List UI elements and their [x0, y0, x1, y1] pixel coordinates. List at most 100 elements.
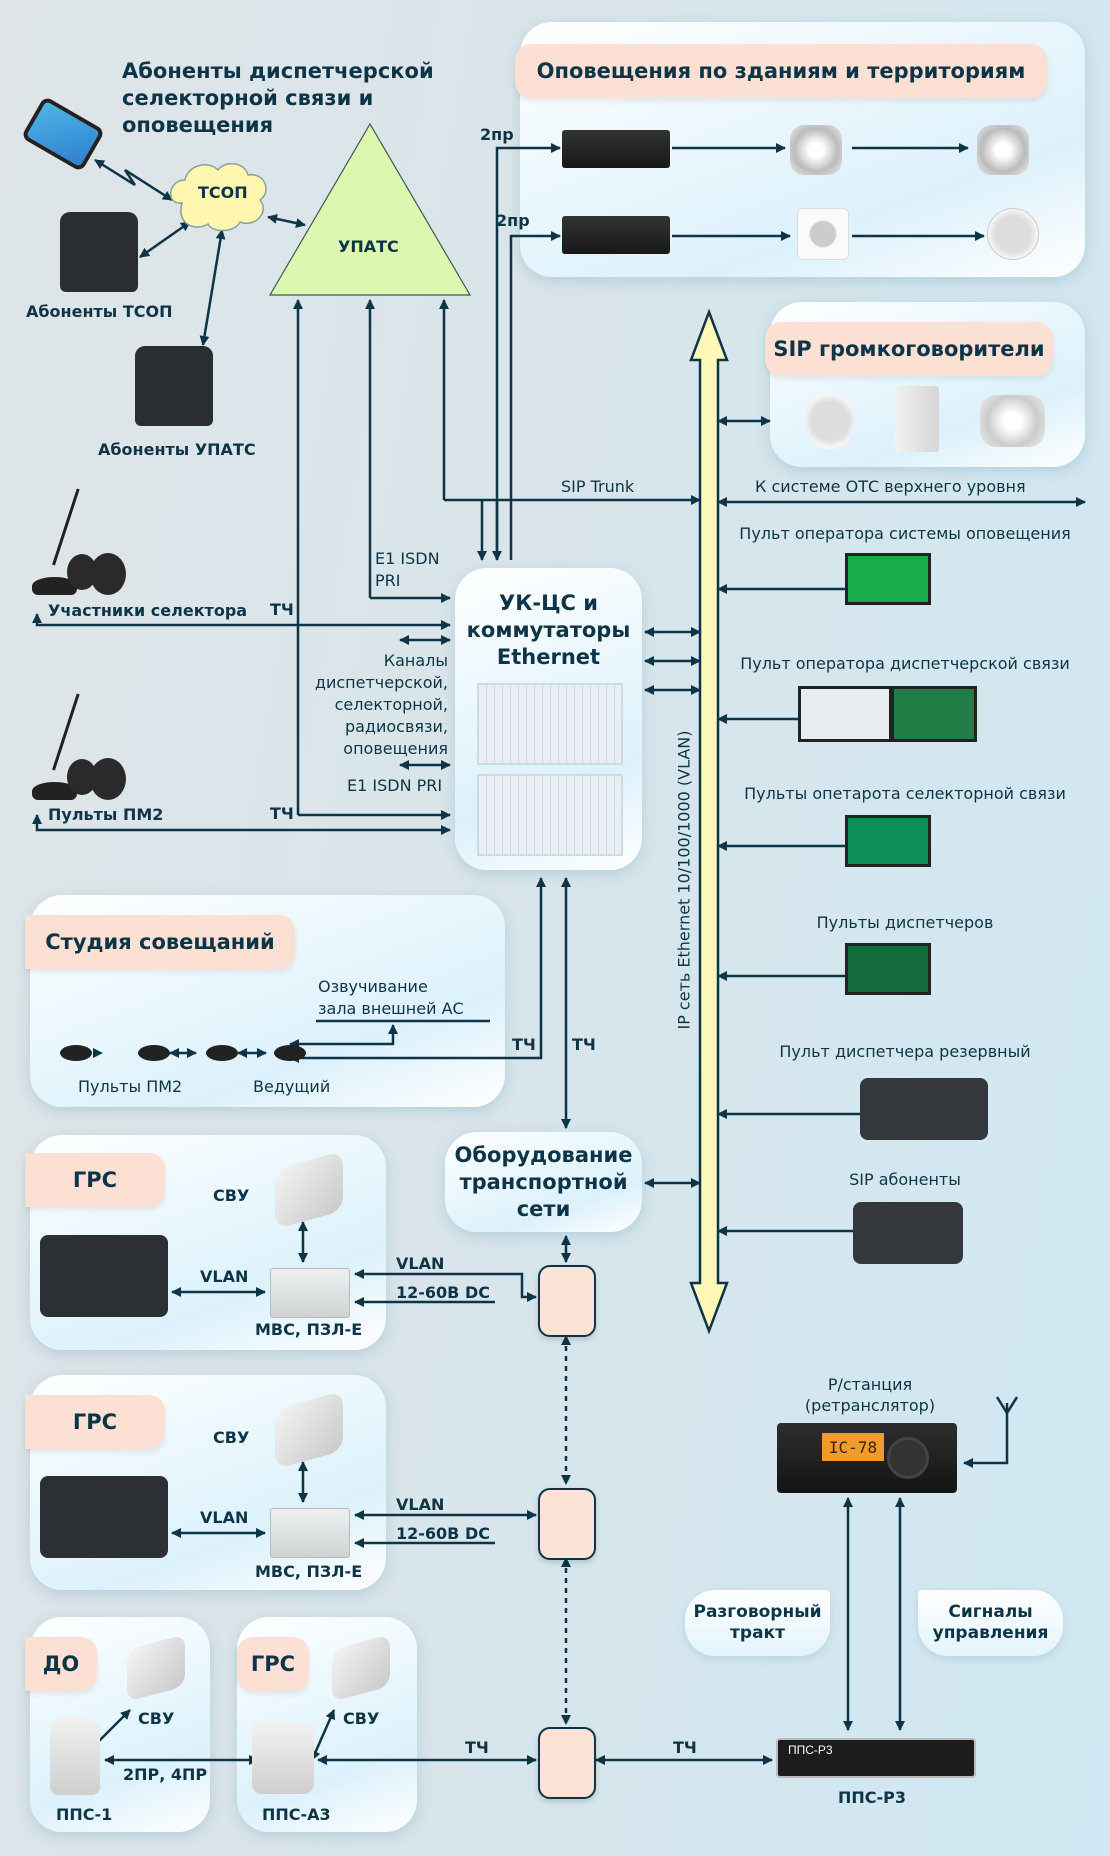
desk-phone-icon — [135, 346, 213, 426]
grs1-svu-label: СВУ — [213, 1186, 250, 1205]
notification-title: Оповещения по зданиям и территориям — [515, 44, 1047, 98]
vlan-label: VLAN — [200, 1267, 249, 1286]
pps-r3-device-icon: ППС-Р3 — [776, 1738, 976, 1778]
switch-rack-icon — [477, 683, 623, 765]
conference-mic-icon — [206, 1045, 238, 1061]
upats-subscribers-label: Абоненты УПАТС — [98, 440, 256, 459]
pps-r3-label: ППС-Р3 — [838, 1788, 907, 1807]
conference-mic-icon — [138, 1045, 170, 1061]
upats-triangle — [268, 122, 472, 296]
sip-speakers-title: SIP громкоговорители — [765, 322, 1053, 376]
link-label-2pr: 2пр — [496, 211, 530, 230]
do-title: ДО — [25, 1637, 97, 1691]
ukcs-title: УК-ЦС и коммутаторы Ethernet — [466, 591, 631, 669]
link-label-2pr: 2пр — [480, 125, 514, 144]
handset-phone-icon — [50, 1715, 100, 1795]
operator-console-icon — [798, 686, 892, 742]
diagram-title: Абоненты диспетчерской селекторной связи… — [122, 59, 434, 137]
tch-label: ТЧ — [572, 1035, 596, 1054]
op-notify-label: Пульт оператора системы оповещения — [739, 524, 1071, 543]
horn-speaker-icon — [977, 125, 1029, 175]
control-signals-bubble: Сигналы управления — [918, 1590, 1063, 1656]
vlan-label: VLAN — [396, 1495, 445, 1514]
voice-path-bubble: Разговорный тракт — [685, 1590, 830, 1656]
amplifier-icon — [562, 130, 670, 168]
do-svu-label: СВУ — [138, 1709, 175, 1728]
grs3-svu-label: СВУ — [343, 1709, 380, 1728]
operator-console-icon — [845, 815, 931, 867]
pr-label: 2ПР, 4ПР — [123, 1765, 208, 1784]
tsop-label: ТСОП — [198, 183, 248, 202]
studio-leader-label: Ведущий — [253, 1077, 331, 1096]
horn-speaker-icon — [790, 125, 842, 175]
grs2-title: ГРС — [25, 1395, 165, 1449]
link-mobile-tsop — [94, 158, 173, 202]
e1-isdn-pri-label: E1 ISDN PRI — [347, 776, 443, 795]
vlan-label: VLAN — [200, 1508, 249, 1527]
e1-isdn-pri-top-label: E1 ISDN PRI — [375, 549, 440, 590]
link-tsop-upats — [267, 214, 306, 228]
amplifier-icon — [562, 216, 670, 254]
studio-title: Студия совещаний — [25, 915, 295, 969]
mvs-module-icon — [270, 1508, 350, 1558]
tch-label: ТЧ — [270, 804, 294, 823]
tch-label: ТЧ — [512, 1035, 536, 1054]
channels-label: Каналы диспетчерской, селекторной, радио… — [314, 651, 448, 758]
ip-phone-with-extension-icon — [860, 1078, 988, 1140]
grs2-svu-label: СВУ — [213, 1428, 250, 1447]
backbone-arrow — [689, 308, 729, 1335]
dc-label: 12-60В DC — [396, 1524, 490, 1543]
transport-title: Оборудование транспортной сети — [454, 1143, 633, 1221]
operator-console-icon — [891, 686, 977, 742]
desk-phone-icon — [60, 212, 138, 292]
studio-pm2-label: Пульты ПМ2 — [78, 1077, 183, 1096]
otc-upper-label: К системе ОТС верхнего уровня — [755, 477, 1026, 496]
grs3-title: ГРС — [237, 1637, 309, 1691]
radio-display: IC-78 — [822, 1433, 884, 1461]
upats-label: УПАТС — [338, 237, 399, 256]
dispatchers-label: Пульты диспетчеров — [816, 913, 994, 932]
microphone-speakers-icon — [32, 690, 127, 800]
transport-node — [538, 1488, 596, 1560]
ceiling-speaker-icon — [987, 208, 1039, 260]
sip-wall-speaker-icon — [895, 386, 939, 452]
tch-label: ТЧ — [673, 1738, 697, 1757]
sip-ceiling-speaker-icon — [805, 393, 855, 449]
link-upats-phone-tsop — [199, 229, 226, 346]
operator-console-icon — [845, 943, 931, 995]
analog-phone-icon — [252, 1722, 314, 1794]
conference-mic-icon — [60, 1045, 92, 1061]
op-dispatch-label: Пульт оператора диспетчерской связи — [740, 654, 1070, 673]
vlan-label: VLAN — [396, 1254, 445, 1273]
tsop-subscribers-label: Абоненты ТСОП — [26, 302, 173, 321]
sip-horn-speaker-icon — [980, 395, 1045, 447]
switch-rack-icon — [477, 774, 623, 856]
op-selector-label: Пульты опетарота селекторной связи — [744, 784, 1066, 803]
wall-speaker-icon — [797, 208, 849, 260]
pps-r3-device-label: ППС-Р3 — [788, 1743, 833, 1757]
pps1-label: ППС-1 — [56, 1805, 113, 1824]
studio-sound-label: Озвучивание зала внешней АС — [318, 977, 464, 1018]
sip-subscribers-label: SIP абоненты — [849, 1170, 961, 1189]
tsop-cloud — [170, 163, 267, 232]
ip-phone-icon — [853, 1202, 963, 1264]
radio-station-icon: IC-78 — [777, 1423, 957, 1493]
microphone-speakers-icon — [32, 485, 127, 595]
tch-label: ТЧ — [270, 600, 294, 619]
pm2-consoles-label: Пульты ПМ2 — [48, 805, 164, 824]
radio-station-label: Р/станция (ретранслятор) — [804, 1375, 936, 1415]
grs1-title: ГРС — [25, 1153, 165, 1207]
link-phone-tsop — [139, 220, 191, 259]
tch-label: ТЧ — [465, 1738, 489, 1757]
transport-node — [538, 1265, 596, 1337]
sip-trunk-label: SIP Trunk — [561, 477, 635, 496]
transport-node — [538, 1727, 596, 1799]
backbone-label: IP сеть Ethernet 10/100/1000 (VLAN) — [674, 730, 694, 1030]
reserve-label: Пульт диспетчера резервный — [779, 1042, 1031, 1061]
grs1-mvs-label: МВС, ПЗЛ-Е — [255, 1320, 363, 1339]
dc-label: 12-60В DC — [396, 1283, 490, 1302]
transport-panel — [445, 1132, 642, 1232]
conference-mic-icon — [274, 1045, 306, 1061]
ip-phone-icon — [40, 1235, 168, 1317]
